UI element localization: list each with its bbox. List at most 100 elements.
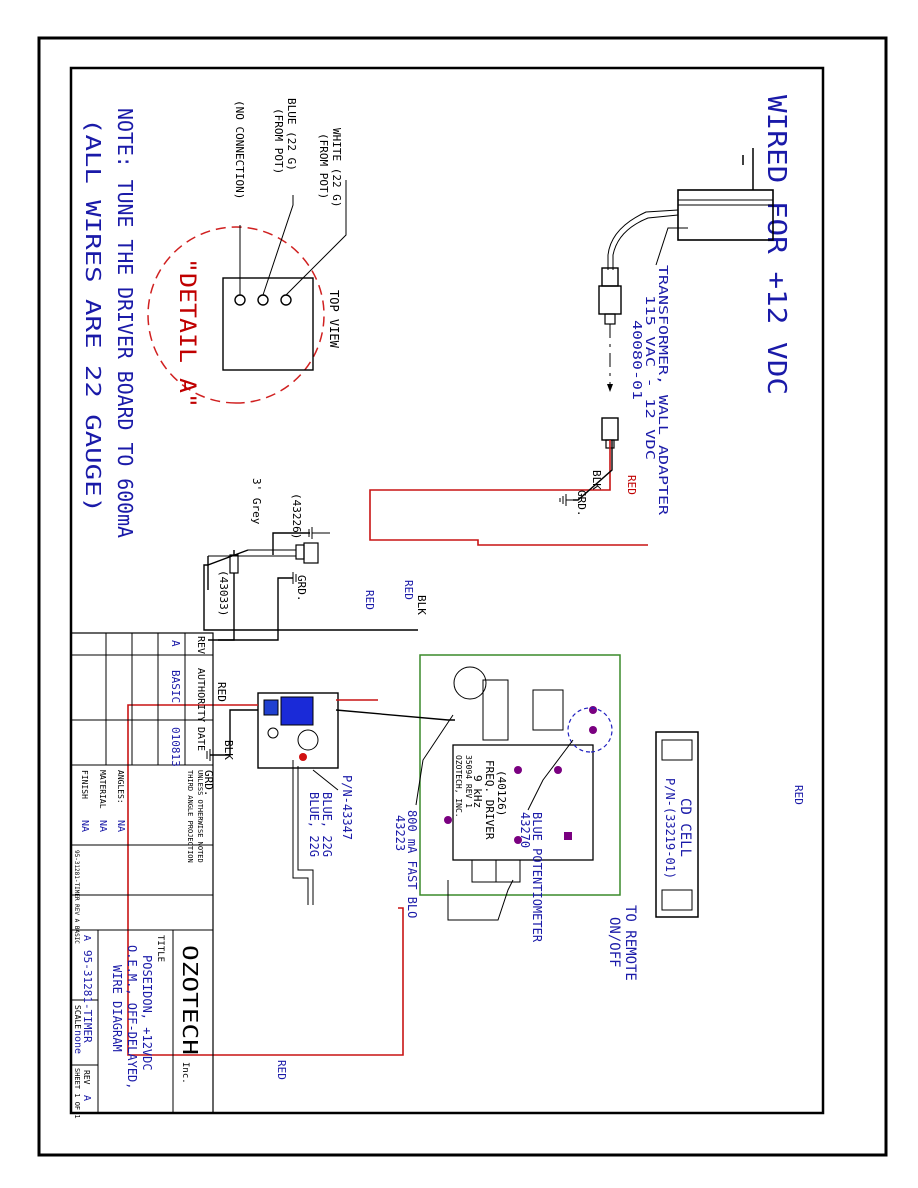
leader-blue [262, 195, 294, 296]
detail-a-label: "DETAIL A" [174, 258, 199, 408]
tb-authority: BASIC [169, 670, 182, 703]
tb-finish: FINISH [80, 770, 89, 799]
pot-leader [527, 739, 574, 811]
tb-sheet: SHEET 1 OF 1 [73, 1068, 81, 1119]
label-blk-1: BLK [590, 470, 603, 490]
tb-tol-2: THIRD ANGLE PROJECTION [186, 770, 194, 863]
pot-label-2: 43270 [518, 812, 532, 848]
white-wire-label-1: WHITE (22 G) [330, 128, 343, 207]
wire-red-power [369, 440, 648, 546]
timer-board [257, 692, 339, 769]
wire-led-board [203, 556, 418, 631]
tb-title-2: O.E.M., OFF-DELAYED, [125, 945, 139, 1090]
pot-detail-marker [567, 707, 613, 753]
fuse-leader [415, 714, 454, 806]
label-grd-2: GRD. [295, 575, 308, 602]
tb-title-label: TITLE [155, 935, 165, 962]
label-red-2: RED [363, 590, 376, 610]
tb-footer: 95-31281-TIMER REV A BASIC [73, 850, 80, 944]
tb-title-3: WIRE DIAGRAM [110, 965, 124, 1052]
timer-pn: P/N-43347 [340, 775, 354, 840]
pot-pin-1 [280, 294, 292, 306]
grey-label: 3' Grey [250, 478, 263, 525]
tb-material-val: NA [97, 820, 108, 832]
top-view-label: TOP VIEW [327, 290, 341, 349]
ground-symbol-3 [206, 749, 211, 761]
label-red-5: RED [792, 785, 805, 805]
outer-border [37, 36, 888, 1157]
remote-label-1: TO REMOTE [622, 905, 638, 981]
transformer-label-1: TRANSFORMER, WALL ADAPTER [656, 265, 670, 516]
detail-pot-body [222, 277, 314, 371]
cd-cell [655, 731, 699, 918]
blue-22g-1: BLUE, 22G [320, 792, 334, 857]
tb-finish-val: NA [79, 820, 90, 832]
cd-label-2: P/N-(33219-01) [663, 778, 677, 879]
title-block [70, 632, 214, 1114]
transformer-label-2: 115 VAC - 12 VDC [643, 295, 657, 460]
tb-rev-val: A [81, 1095, 92, 1101]
tb-scale: none [72, 1030, 83, 1054]
transformer-leader [655, 227, 688, 266]
note-line-1: NOTE: TUNE THE DRIVER BOARD TO 600mA [113, 108, 137, 538]
tb-scale-label: SCALE [73, 1005, 82, 1029]
ground-symbol-1 [559, 494, 573, 506]
diagram-title: WIRED FOR +12 VDC [761, 95, 791, 395]
tb-title-1: POSEIDON, +12VDC [140, 955, 154, 1071]
wall-adapter [598, 148, 774, 449]
tb-angles: ANGLES: [116, 770, 125, 804]
fuse-label-1: 800 mA FAST BLO [405, 810, 419, 918]
board-mark-1: OZOTECH, INC. [454, 755, 463, 818]
pot-label-1: BLUE POTENTIOMETER [530, 812, 544, 943]
tb-material: MATERIAL [98, 770, 107, 809]
tb-angles-val: NA [115, 820, 126, 832]
label-grd-3: GRD. [202, 770, 215, 797]
wire-blk-jack [573, 440, 613, 501]
transformer-label-3: 40080-01 [630, 320, 644, 400]
pot-pin-2 [257, 294, 269, 306]
leader-white [285, 180, 347, 296]
tb-rev-header: REV [195, 636, 206, 654]
label-grd-1: GRD. [575, 490, 588, 517]
no-connection-label: (NO CONNECTION) [233, 100, 246, 199]
driver-board [419, 654, 621, 896]
board-mark-2: 35094 REV 1 [464, 755, 473, 808]
label-red-6: RED [275, 1060, 288, 1080]
ground-symbol-2 [292, 572, 297, 584]
tb-tol-1: UNLESS OTHERWISE NOTED [196, 770, 204, 863]
remote-label-2: ON/OFF [606, 917, 622, 968]
timer-leader [312, 769, 339, 791]
pot-pin-3 [234, 294, 246, 306]
label-red-3: RED [402, 580, 415, 600]
label-red-4: RED [215, 682, 228, 702]
tb-rev: A [169, 640, 182, 647]
wire-blk-grd [218, 577, 293, 641]
detail-a-circle [147, 226, 325, 404]
tb-date: 010813 [169, 727, 182, 767]
note-line-2: (ALL WIRES ARE 22 GAUGE) [81, 118, 105, 513]
led-pn: (43226) [290, 493, 303, 539]
wire-blk-grd-2 [210, 709, 258, 756]
blue-wire-label-1: BLUE (22 G) [285, 98, 298, 171]
tb-company-suffix: Inc. [180, 1062, 190, 1084]
wire-blk-timer [335, 709, 455, 721]
tb-company: OZOTECH [178, 945, 202, 1055]
cd-label-1: CD CELL [677, 798, 693, 857]
tb-size: A [81, 935, 92, 941]
wire-remote-1 [297, 766, 314, 905]
tb-date-header: DATE [195, 727, 206, 751]
cd-cell-wire [447, 879, 514, 921]
resistor-pn: (43033) [217, 570, 230, 616]
blue-wire-label-2: (FROM POT) [272, 108, 285, 174]
tb-dwg: 95-31281-TIMER [81, 950, 94, 1043]
white-wire-label-2: (FROM POT) [317, 133, 330, 199]
wire-remote-2 [292, 760, 309, 905]
driver-label-3: 9 kHz [471, 775, 484, 808]
wire-red-timer [127, 704, 404, 1056]
label-red-1: RED [625, 475, 638, 495]
label-blk-2: BLK [415, 595, 428, 615]
driver-label-2: FREQ. DRIVER [483, 760, 496, 840]
